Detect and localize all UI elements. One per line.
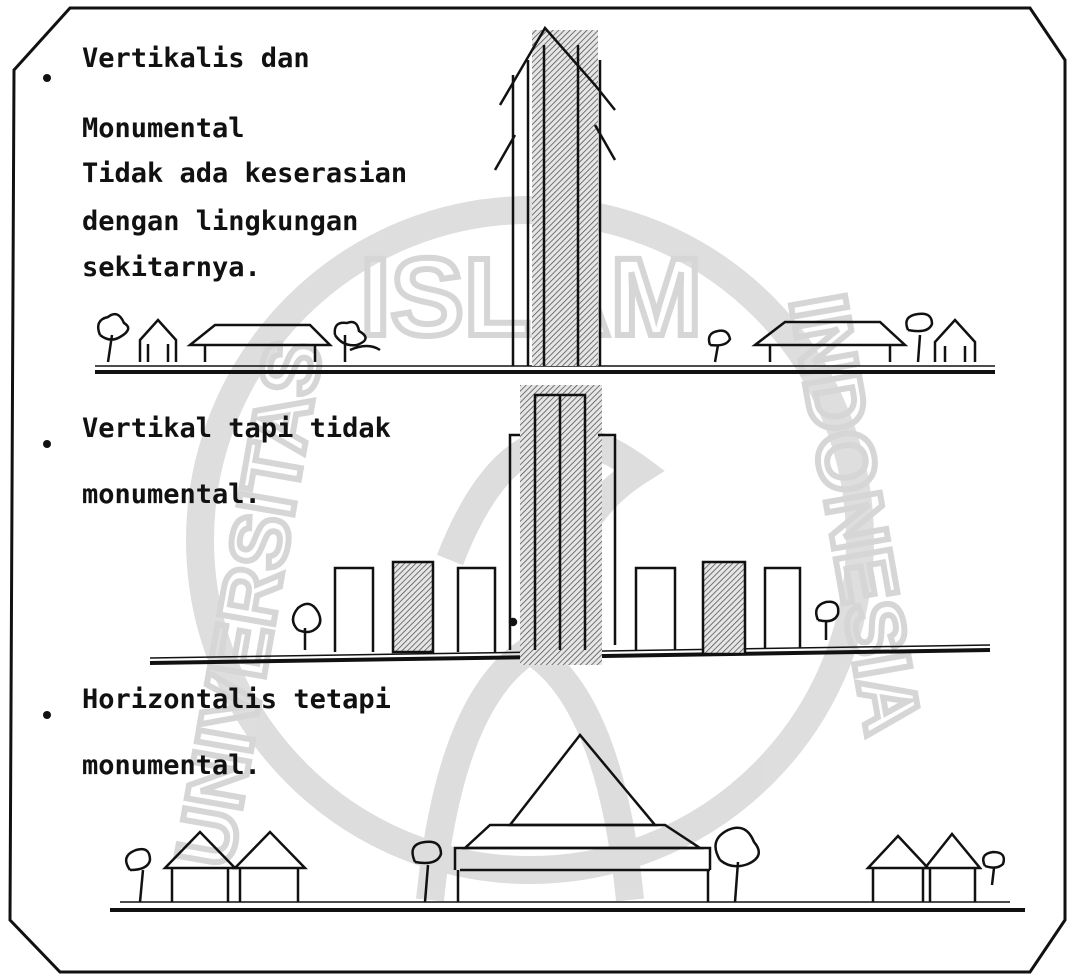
tree-s3-3 <box>714 826 761 903</box>
section-1-drawing <box>95 25 995 374</box>
house-left-2 <box>232 830 308 902</box>
house-small-left <box>138 318 178 362</box>
tree-s2-right <box>815 600 840 640</box>
block-2 <box>391 560 435 654</box>
block-4 <box>634 566 677 650</box>
house-small-right <box>933 318 977 362</box>
house-left-1 <box>162 830 238 902</box>
page-frame <box>8 6 1067 974</box>
tower-hatch <box>532 30 598 366</box>
section-1-line-5: sekitarnya. <box>82 252 261 283</box>
watermark-text-top: ISLAM <box>360 236 702 359</box>
house-long-left <box>186 323 334 362</box>
section-1-line-1: Vertikalis dan <box>82 43 310 74</box>
bullet-2 <box>43 440 51 448</box>
section-1-line-4: dengan lingkungan <box>82 206 359 237</box>
section-2-line-1: Vertikal tapi tidak <box>82 413 391 444</box>
section-3-line-2: monumental. <box>82 750 261 781</box>
monument-roof-top <box>507 733 658 827</box>
bullet-1 <box>43 74 51 82</box>
block-6 <box>763 566 802 648</box>
section-1-line-3: Tidak ada keserasian <box>82 158 408 189</box>
house-right-1 <box>865 834 931 902</box>
tree-right-1 <box>707 329 732 363</box>
tree-left-1 <box>97 312 130 363</box>
block-1 <box>333 566 375 652</box>
section-3-drawing <box>110 733 1025 912</box>
section-1-line-2: Monumental <box>82 113 245 144</box>
tree-s2-left <box>291 602 322 650</box>
block-3 <box>456 566 497 652</box>
section-2-drawing <box>149 385 991 665</box>
block-5 <box>701 560 747 656</box>
bullet-3 <box>43 711 51 719</box>
tree-right-2 <box>905 312 934 363</box>
tree-s3-2 <box>411 840 443 903</box>
monument-body <box>453 846 712 870</box>
section-2-line-2: monumental. <box>82 479 261 510</box>
tree-left-2 <box>333 320 381 362</box>
house-long-right <box>751 320 909 362</box>
house-right-2 <box>922 832 983 902</box>
watermark-text-right: INDONESIA <box>773 287 938 740</box>
section-3-line-1: Horizontalis tetapi <box>82 684 391 715</box>
tree-s3-4 <box>982 850 1006 886</box>
tree-s3-1 <box>124 847 152 903</box>
